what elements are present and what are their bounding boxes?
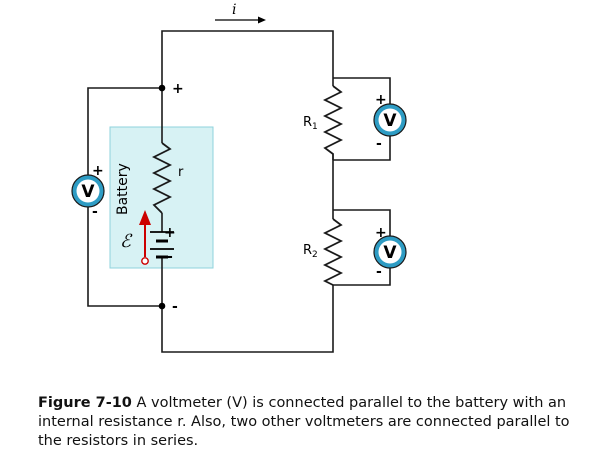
battery-enclosure <box>109 126 214 269</box>
cell-minus-sign: - <box>167 249 173 265</box>
r2-voltmeter-wires <box>333 209 391 286</box>
battery-label: Battery <box>115 163 131 215</box>
battery-cell <box>150 231 174 259</box>
voltmeter-r1: V <box>373 103 407 137</box>
emf-arrow <box>139 210 151 265</box>
voltmeter-r1-minus: - <box>376 136 382 152</box>
junction-dot-top <box>158 84 166 92</box>
current-arrow <box>215 16 266 24</box>
voltmeter-r2: V <box>373 235 407 269</box>
battery-minus-terminal: - <box>172 299 178 315</box>
voltmeter-battery: V <box>71 174 105 208</box>
svg-text:V: V <box>383 243 397 263</box>
main-circuit-wires <box>161 30 334 353</box>
voltmeter-r2-plus: + <box>375 225 387 241</box>
internal-resistance-label: r <box>178 165 184 180</box>
r1-voltmeter-wires <box>333 77 391 161</box>
internal-resistance <box>151 142 173 214</box>
caption-text: A voltmeter (V) is connected parallel to… <box>38 395 570 449</box>
battery-plus-terminal: + <box>172 81 184 97</box>
resistor-r2 <box>322 218 344 286</box>
current-label: i <box>232 2 236 18</box>
resistor-r1-label: R1 <box>303 115 318 132</box>
voltmeter-battery-plus: + <box>92 163 104 179</box>
circuit-diagram: + - i r + - ℰ Battery R1 R2 <box>71 2 407 353</box>
svg-text:V: V <box>81 182 95 202</box>
emf-symbol: ℰ <box>120 231 133 252</box>
cell-plus-sign: + <box>164 225 176 241</box>
svg-text:V: V <box>383 111 397 131</box>
battery-voltmeter-wires <box>87 87 162 307</box>
resistor-r2-label: R2 <box>303 243 318 260</box>
voltmeter-r2-minus: - <box>376 264 382 280</box>
junction-dot-bottom <box>158 302 166 310</box>
voltmeter-battery-minus: - <box>92 204 98 220</box>
resistor-r1 <box>322 85 344 160</box>
figure-caption: Figure 7-10 A voltmeter (V) is connected… <box>38 394 588 451</box>
figure-label: Figure 7-10 <box>38 395 132 411</box>
voltmeter-r1-plus: + <box>375 92 387 108</box>
